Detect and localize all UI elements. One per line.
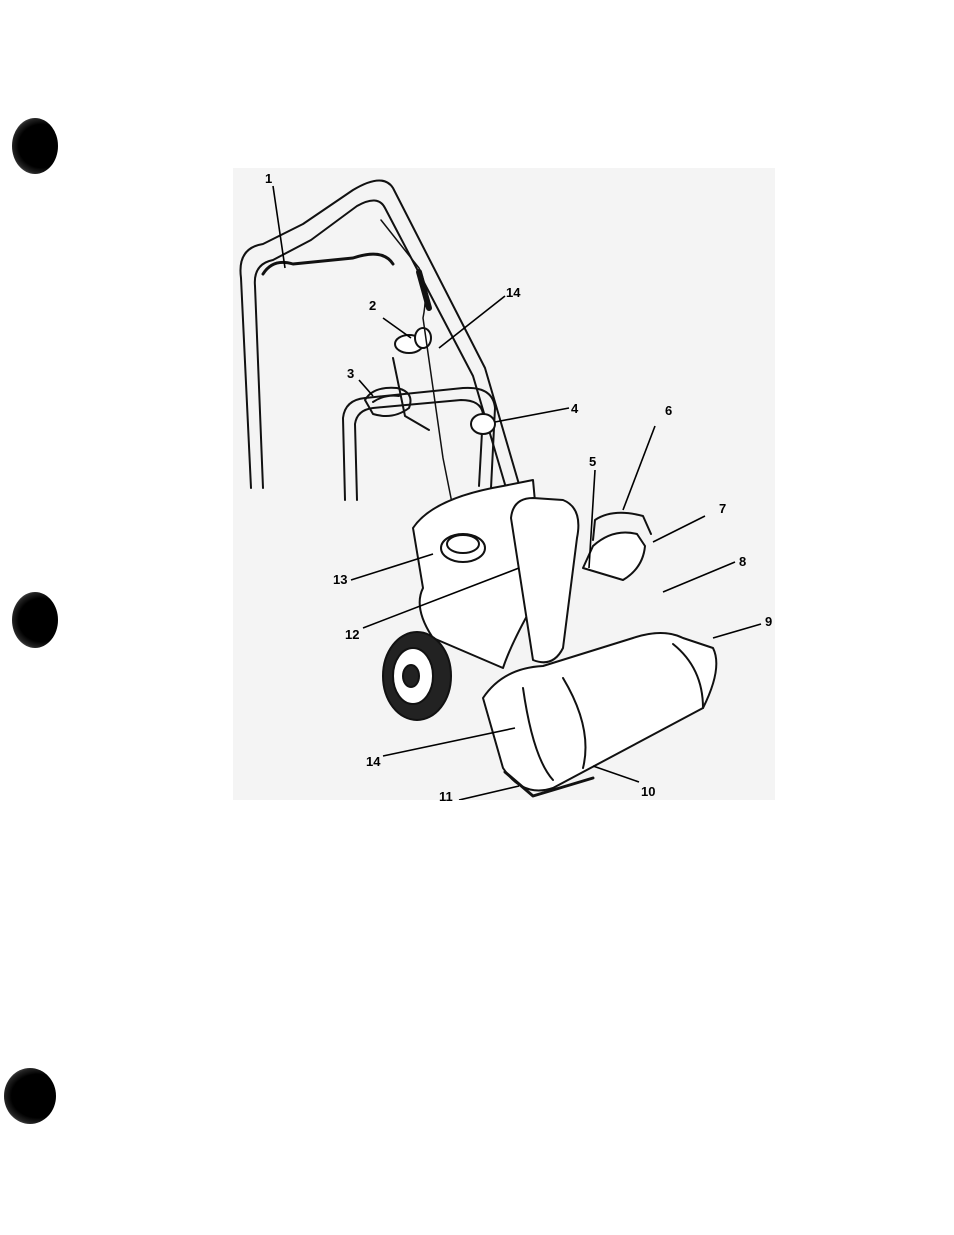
callout-14-upper: 14	[506, 286, 520, 299]
binder-hole-mark	[12, 118, 58, 174]
callout-6: 6	[665, 404, 672, 417]
binder-hole-mark	[12, 592, 58, 648]
callout-14-lower: 14	[366, 755, 380, 768]
callout-1: 1	[265, 172, 272, 185]
callout-11: 11	[439, 790, 453, 803]
callout-12: 12	[345, 628, 359, 641]
callout-8: 8	[739, 555, 746, 568]
callout-13: 13	[333, 573, 347, 586]
callout-2: 2	[369, 299, 376, 312]
callout-5: 5	[589, 455, 596, 468]
callout-9: 9	[765, 615, 772, 628]
callout-4: 4	[571, 402, 578, 415]
binder-hole-mark	[4, 1068, 56, 1124]
leader-lines	[233, 168, 775, 800]
snow-thrower-illustration	[233, 168, 775, 800]
callout-3: 3	[347, 367, 354, 380]
callout-7: 7	[719, 502, 726, 515]
callout-10: 10	[641, 785, 655, 798]
